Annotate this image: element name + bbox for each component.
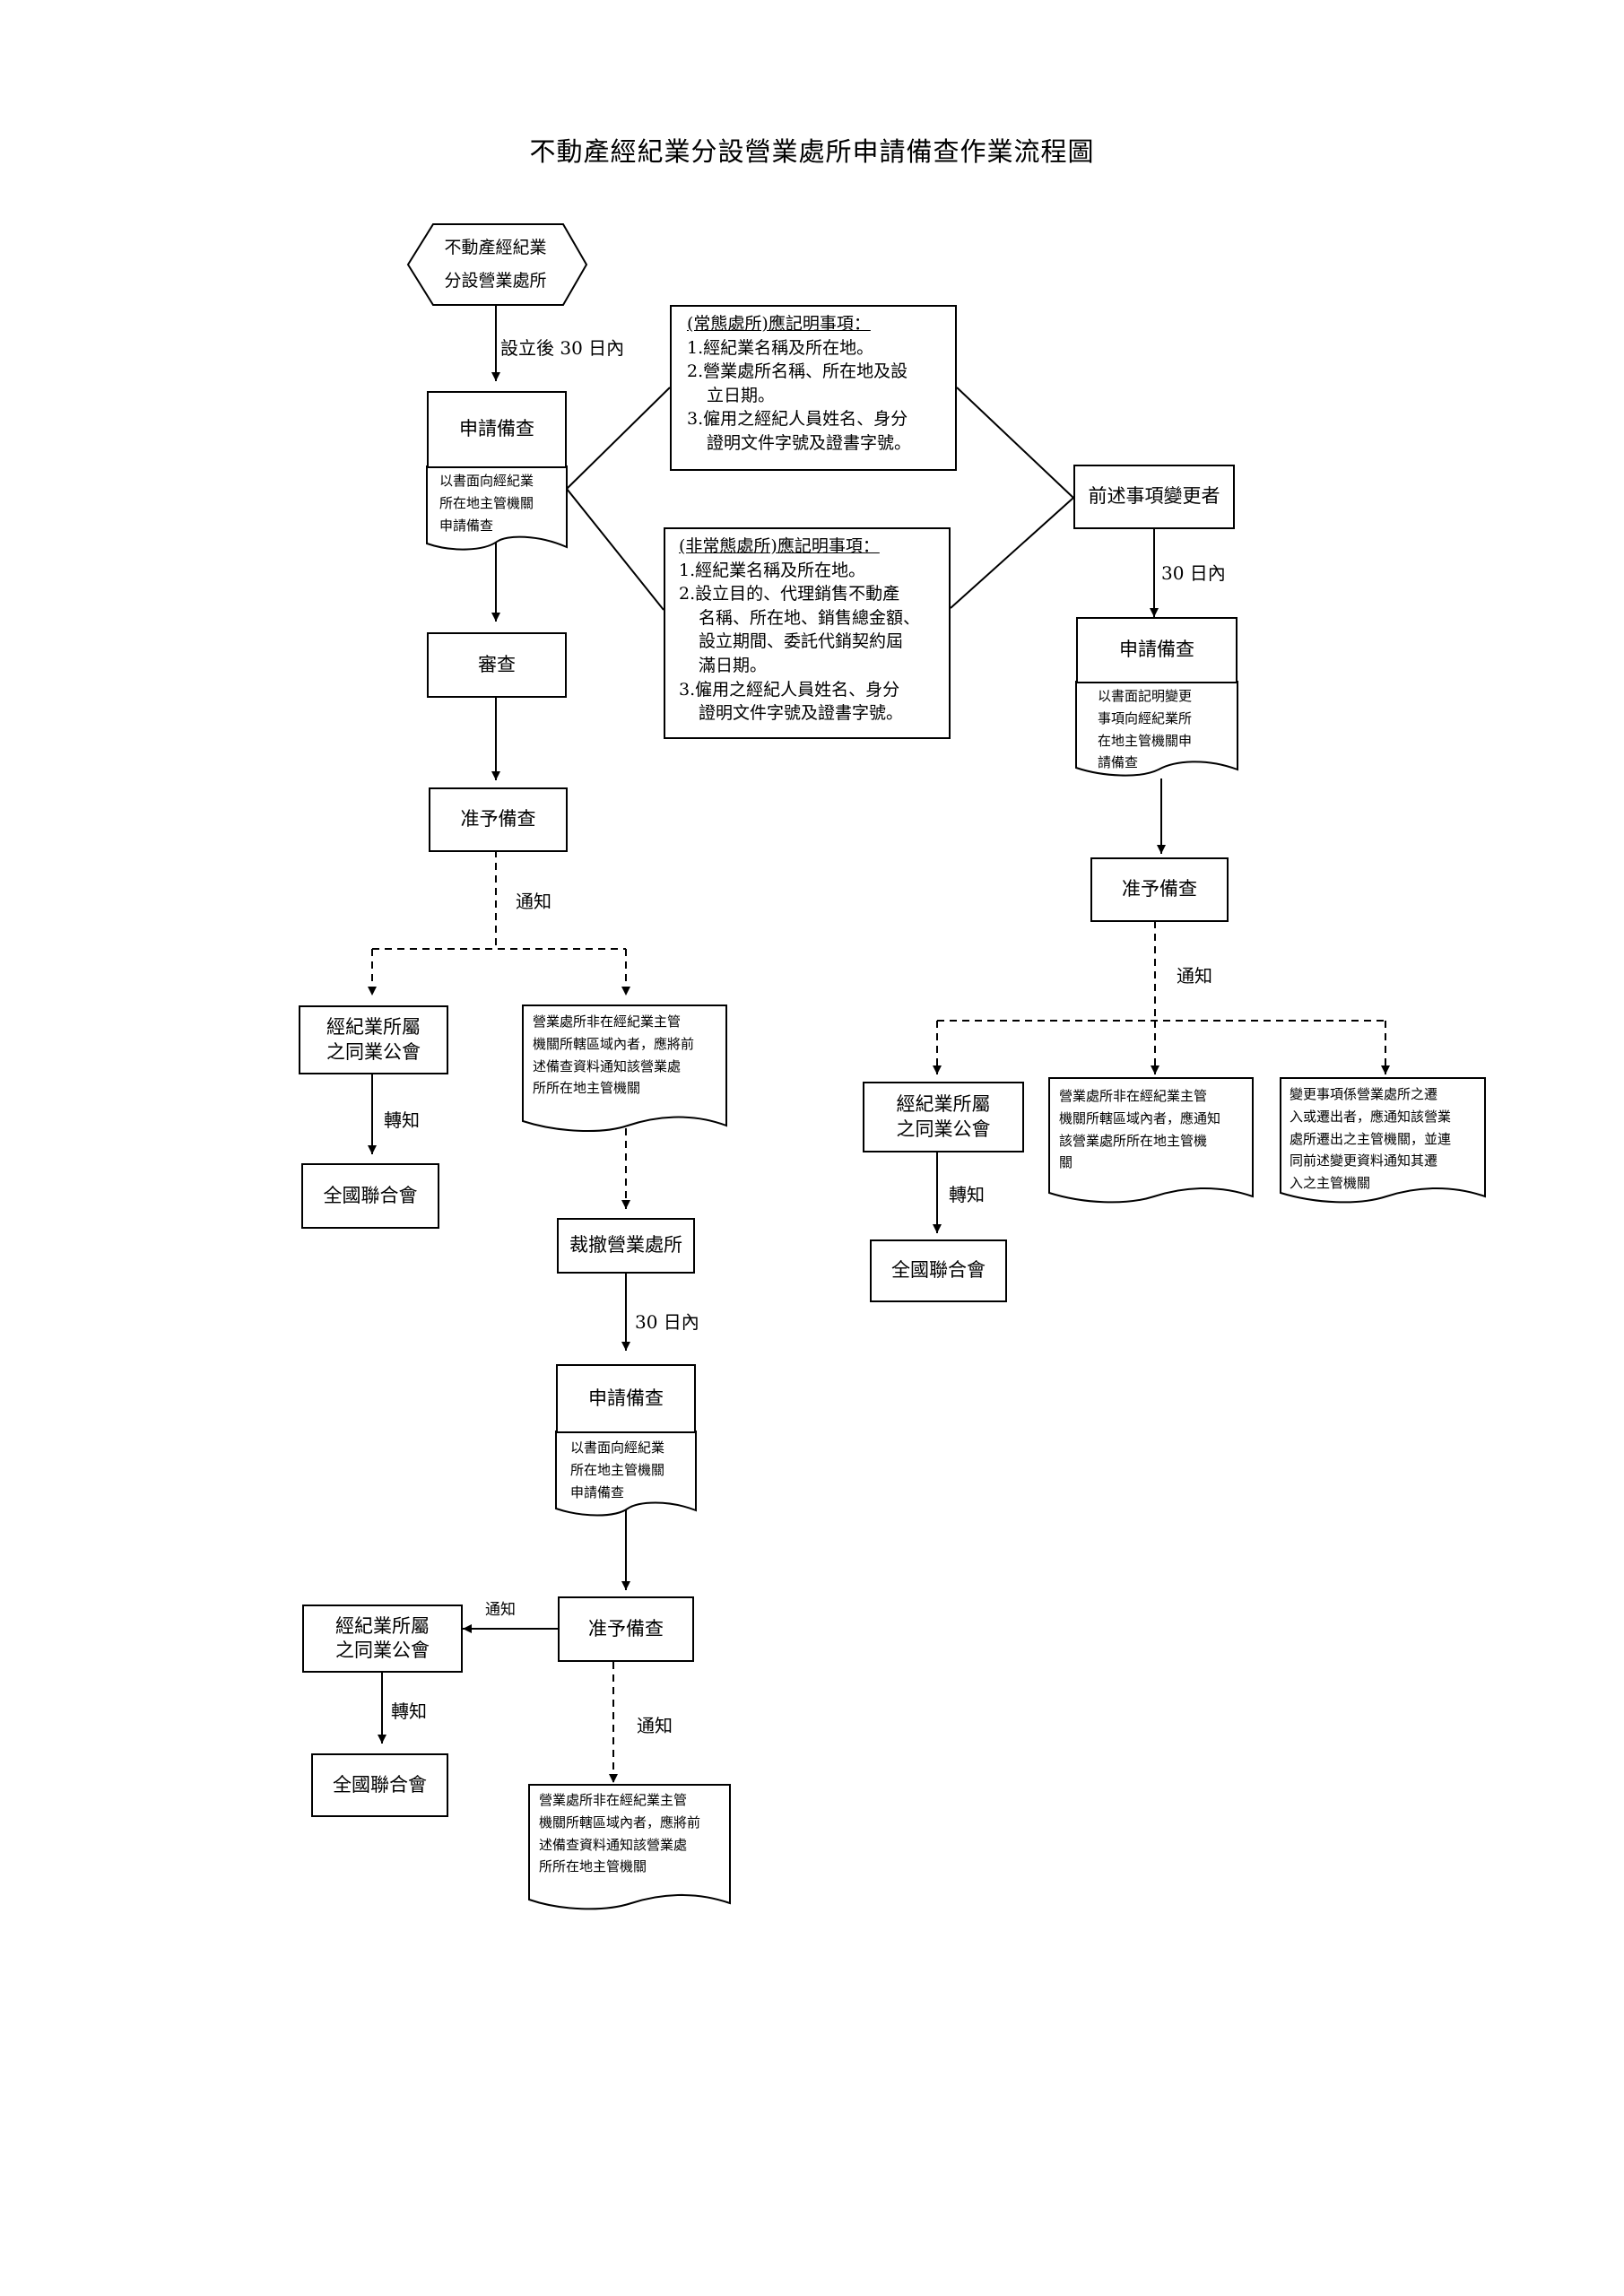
relocation-doc-text-right: 變更事項係營業處所之遷入或遷出者，應通知該營業處所遷出之主管機關，並連同前述變更… [1290, 1086, 1452, 1191]
doc-shape-left-out-of-area [522, 1004, 727, 1132]
label-within-30-days-bottom: 30 日內 [635, 1311, 699, 1333]
label-forward-left: 轉知 [384, 1109, 420, 1131]
page-title: 不動產經紀業分設營業處所申請備查作業流程圖 [529, 136, 1095, 167]
doc-shape-bottom-apply [555, 1431, 697, 1517]
approve-box-left: 准予備查 [429, 787, 568, 852]
change-box: 前述事項變更者 [1073, 465, 1235, 529]
apply-box-bottom: 申請備查 [556, 1364, 696, 1433]
label-within-30-days-right: 30 日內 [1161, 562, 1226, 584]
approve-box-bottom: 准予備查 [558, 1596, 694, 1662]
connector-apply-to-irregular-note [566, 488, 664, 611]
revoke-office-box: 裁撤營業處所 [557, 1218, 695, 1274]
regular-office-note: (常態處所)應記明事項： 1.經紀業名稱及所在地。 2.營業處所名稱、所在地及設… [670, 305, 957, 471]
apply-doc-text-bottom: 以書面向經紀業所在地主管機關申請備查 [570, 1439, 665, 1500]
apply-doc-text-left: 以書面向經紀業所在地主管機關申請備查 [439, 473, 534, 534]
label-forward-bottom: 轉知 [391, 1700, 427, 1722]
doc-shape-right-relocation [1280, 1077, 1486, 1204]
approve-box-right: 准予備查 [1090, 857, 1229, 922]
label-notify-left: 通知 [516, 891, 551, 912]
federation-box-left: 全國聯合會 [301, 1163, 439, 1229]
start-line-1: 不動產經紀業 [444, 238, 547, 257]
label-notify-bottom-down: 通知 [637, 1715, 673, 1736]
association-box-right: 經紀業所屬之同業公會 [863, 1082, 1024, 1152]
out-of-area-doc-text-bottom: 營業處所非在經紀業主管機關所轄區域內者，應將前述備查資料通知該營業處所所在地主管… [539, 1792, 701, 1875]
apply-doc-text-right: 以書面記明變更事項向經紀業所在地主管機關申請備查 [1098, 688, 1193, 771]
start-line-2: 分設營業處所 [444, 271, 547, 291]
federation-box-right: 全國聯合會 [870, 1239, 1007, 1302]
irregular-office-note: (非常態處所)應記明事項： 1.經紀業名稱及所在地。 2.設立目的、代理銷售不動… [664, 527, 951, 739]
label-notify-bottom-left: 通知 [485, 1601, 516, 1619]
doc-shape-right-out-of-area [1048, 1077, 1254, 1204]
connector-regular-note-to-change [956, 387, 1074, 499]
label-forward-right: 轉知 [949, 1184, 985, 1205]
doc-shape-bottom-out-of-area [528, 1784, 731, 1910]
out-of-area-doc-text-left: 營業處所非在經紀業主管機關所轄區域內者，應將前述備查資料通知該營業處所所在地主管… [533, 1013, 695, 1097]
review-box: 審查 [427, 632, 567, 698]
connector-irregular-note-to-change [950, 497, 1074, 609]
doc-shape-left-apply [426, 465, 568, 551]
start-terminal-shape [406, 223, 588, 306]
federation-box-bottom: 全國聯合會 [311, 1753, 448, 1817]
apply-box-right: 申請備查 [1076, 617, 1238, 683]
connector-apply-to-regular-note [566, 387, 671, 490]
association-box-left: 經紀業所屬之同業公會 [299, 1005, 448, 1074]
association-box-bottom: 經紀業所屬之同業公會 [302, 1605, 463, 1673]
apply-box-left: 申請備查 [427, 391, 567, 468]
label-notify-right: 通知 [1177, 965, 1212, 987]
out-of-area-doc-text-right: 營業處所非在經紀業主管機關所轄區域內者，應通知該營業處所所在地主管機關 [1059, 1088, 1221, 1171]
doc-shape-right-apply [1075, 681, 1238, 777]
label-within-30-days-of-setup: 設立後 30 日內 [500, 337, 625, 359]
